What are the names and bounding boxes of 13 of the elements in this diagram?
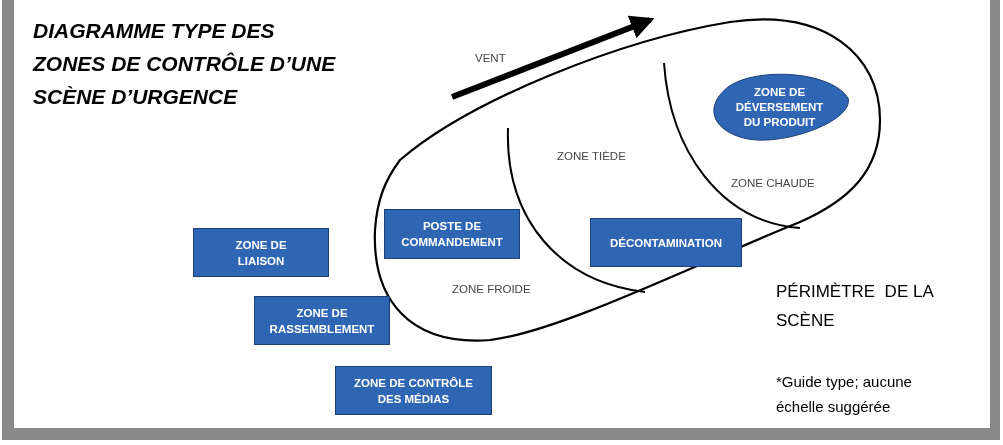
zone-box: ZONE DE CONTRÔLE DES MÉDIAS <box>335 366 492 415</box>
zone-label: ZONE FROIDE <box>452 283 531 295</box>
zone-box: ZONE DE LIAISON <box>193 228 329 277</box>
perimeter-label: PÉRIMÈTRE DE LA SCÈNE <box>776 281 935 332</box>
zone-box: DÉCONTAMINATION <box>590 218 742 267</box>
wind-label: VENT <box>475 52 506 64</box>
note-text: *Guide type; aucune échelle suggérée <box>776 372 913 417</box>
zone-box: ZONE DE RASSEMBLEMENT <box>254 296 390 345</box>
diagram-title: DIAGRAMME TYPE DES ZONES DE CONTRÔLE D’UNE SCÈNE D’URGENCE <box>33 18 337 110</box>
zone-label: ZONE CHAUDE <box>731 177 815 189</box>
zone-box: POSTE DE COMMANDEMENT <box>384 209 520 259</box>
zone-name: ZONE DE DÉVERSEMENT DU PRODUIT <box>734 84 825 130</box>
zone-label: ZONE TIÈDE <box>557 150 626 162</box>
